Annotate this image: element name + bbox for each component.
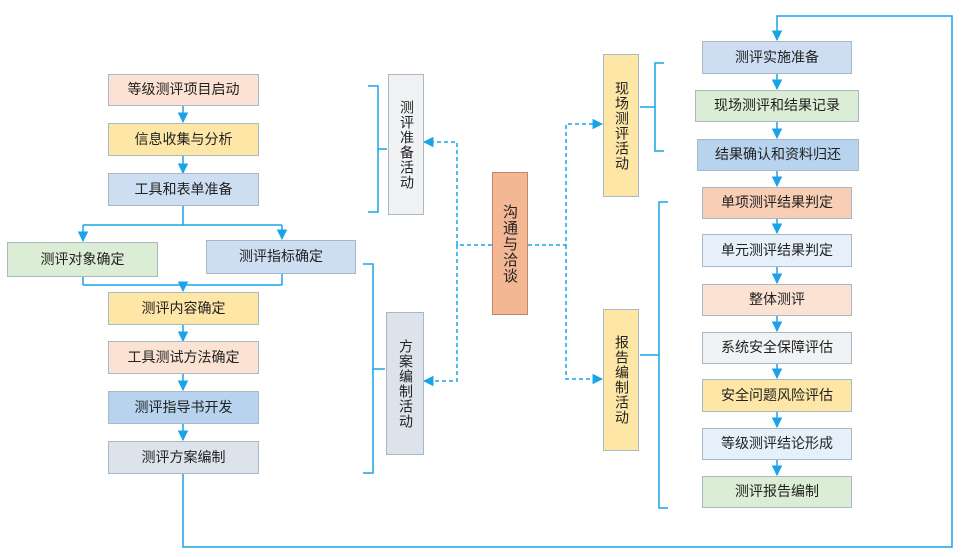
dash-to-plan (422, 245, 458, 387)
node-report-write: 测评报告编制 (702, 476, 852, 508)
node-tools-forms: 工具和表单准备 (108, 173, 259, 206)
dash-to-prep (422, 136, 492, 246)
bracket-report (640, 201, 668, 509)
node-onsite-prep: 测评实施准备 (702, 41, 852, 74)
phase-onsite: 现场测评活动 (603, 54, 639, 197)
node-plan-write: 测评方案编制 (108, 441, 259, 474)
node-security-eval: 系统安全保障评估 (702, 332, 852, 364)
dash-to-report (565, 245, 604, 385)
node-object-confirm: 测评对象确定 (7, 242, 158, 277)
phase-prep: 测评准备活动 (388, 74, 424, 215)
node-project-start: 等级测评项目启动 (108, 74, 259, 106)
center-communication: 沟通与洽谈 (492, 172, 528, 315)
phase-report: 报告编制活动 (603, 309, 639, 451)
node-risk-eval: 安全问题风险评估 (702, 379, 852, 412)
bracket-onsite (640, 62, 664, 152)
node-conclusion: 等级测评结论形成 (702, 428, 852, 460)
dash-to-onsite (528, 118, 604, 246)
node-overall: 整体测评 (702, 284, 852, 316)
node-onsite-record: 现场测评和结果记录 (695, 90, 859, 122)
node-info-collect: 信息收集与分析 (108, 123, 259, 156)
node-tool-method: 工具测试方法确定 (108, 341, 259, 374)
phase-plan: 方案编制活动 (386, 312, 424, 455)
node-guide-dev: 测评指导书开发 (108, 391, 259, 424)
bracket-plan (363, 263, 385, 474)
bracket-prep (368, 85, 387, 213)
node-result-confirm: 结果确认和资料归还 (697, 139, 859, 171)
node-unit-result: 单元测评结果判定 (702, 234, 852, 267)
node-single-result: 单项测评结果判定 (702, 187, 852, 219)
loop-back-line (182, 15, 953, 548)
node-content-confirm: 测评内容确定 (108, 292, 259, 325)
node-indicator-confirm: 测评指标确定 (206, 240, 356, 274)
